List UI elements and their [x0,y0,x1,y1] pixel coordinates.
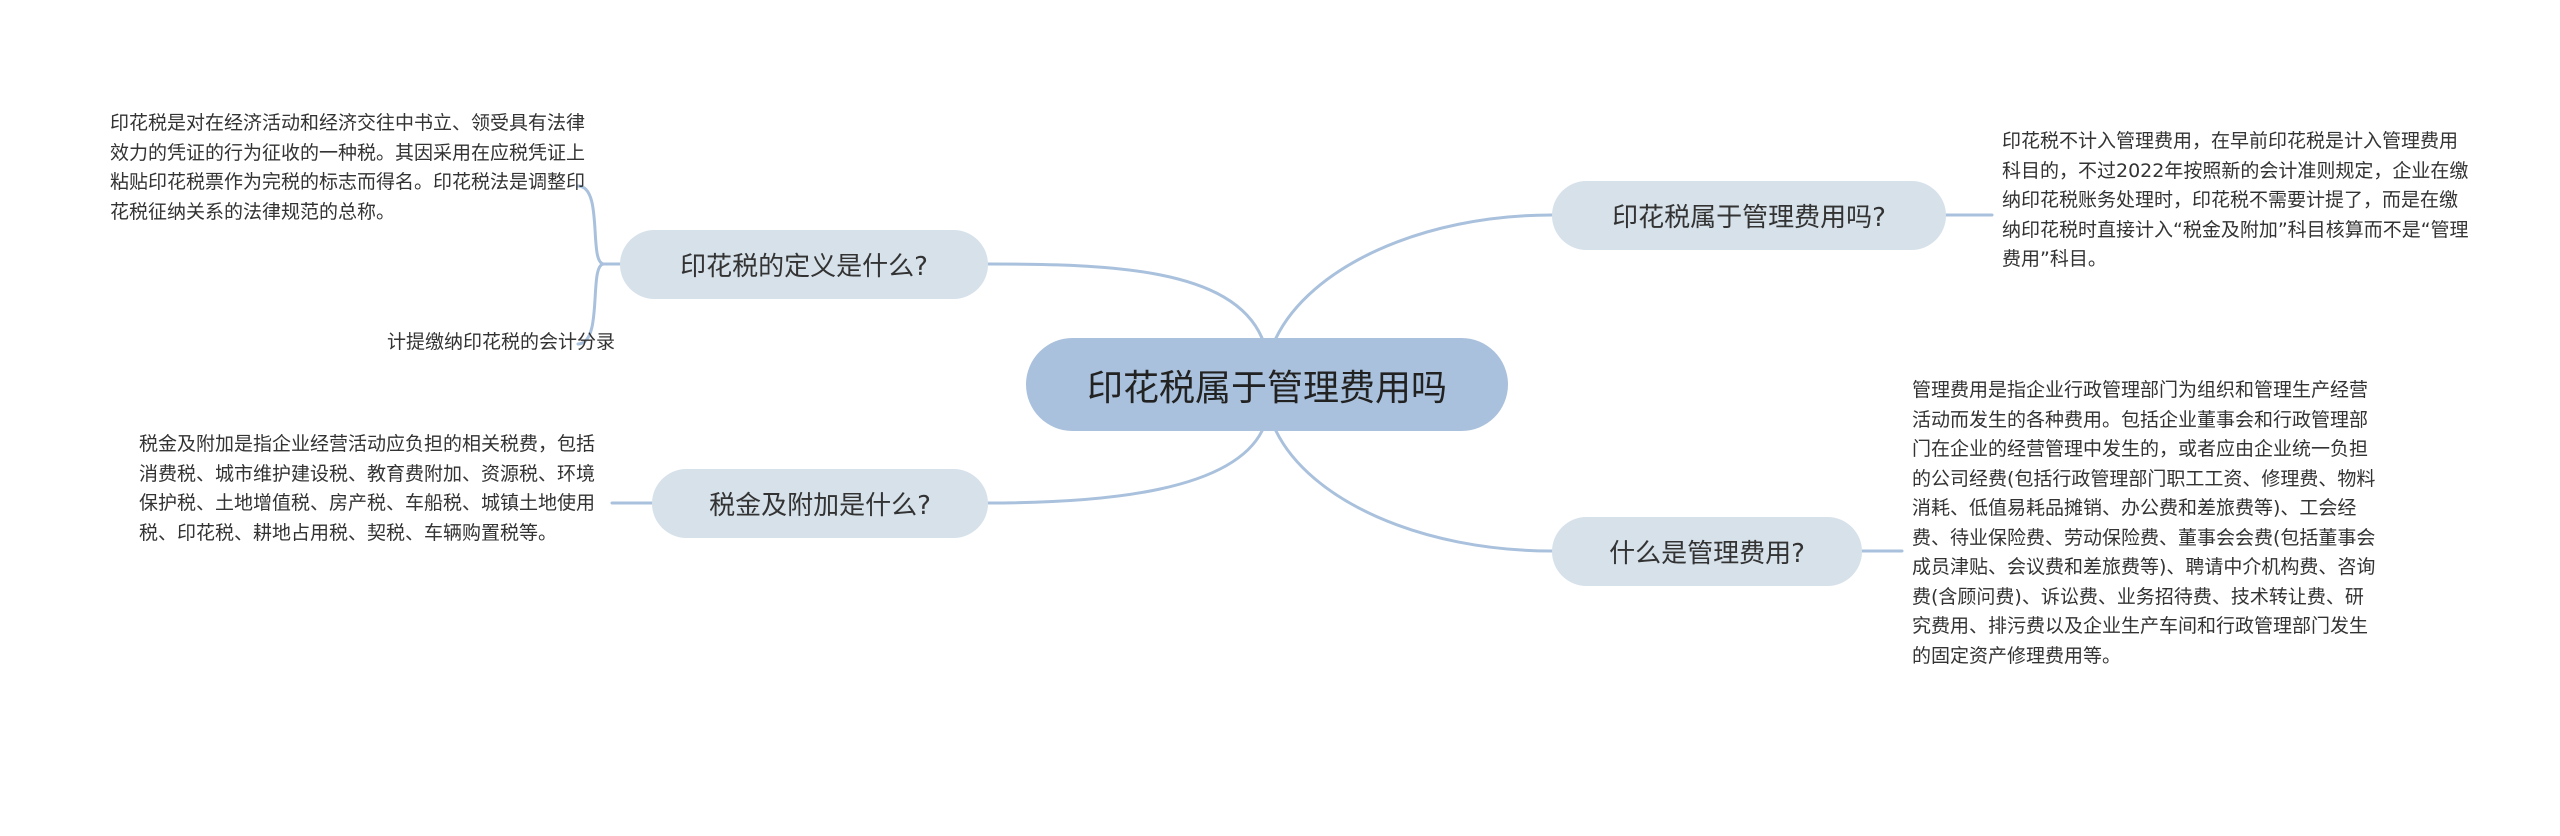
branch-tax-surcharge[interactable]: 税金及附加是什么? [652,469,988,538]
root-topic[interactable]: 印花税属于管理费用吗 [1026,338,1508,431]
branch-what-is-mgmt-fee-label: 什么是管理费用? [1609,539,1805,569]
branch-what-is-mgmt-fee[interactable]: 什么是管理费用? [1552,517,1862,586]
connector-root-tax [986,429,1264,505]
branch-is-mgmt-expense[interactable]: 印花税属于管理费用吗? [1552,181,1946,250]
branch-definition-label: 印花税的定义是什么? [680,252,928,282]
leaf-accounting-entry[interactable]: 计提缴纳印花税的会计分录 [386,331,615,353]
branch-definition[interactable]: 印花税的定义是什么? [620,230,988,299]
connector-definition-leaves [576,184,622,346]
leaf-tax-surcharge-detail[interactable]: 税金及附加是指企业经营活动应负担的相关税费，包括消费税、城市维护建设税、教育费附… [139,433,596,544]
connector-root-fee [1274,429,1554,553]
branch-tax-surcharge-label: 税金及附加是什么? [709,491,931,521]
leaf-is-mgmt-expense-detail[interactable]: 印花税不计入管理费用，在早前印花税是计入管理费用科目的，不过2022年按照新的会… [2002,130,2469,270]
connector-root-definition [986,262,1264,340]
leaf-what-is-mgmt-fee-detail[interactable]: 管理费用是指企业行政管理部门为组织和管理生产经营活动而发生的各种费用。包括企业董… [1912,379,2376,667]
connector-root-mgmt [1274,213,1554,340]
branch-is-mgmt-expense-label: 印花税属于管理费用吗? [1612,203,1886,233]
leaf-definition-detail[interactable]: 印花税是对在经济活动和经济交往中书立、领受具有法律效力的凭证的行为征收的一种税。… [110,112,586,223]
root-topic-label: 印花税属于管理费用吗 [1086,367,1447,409]
